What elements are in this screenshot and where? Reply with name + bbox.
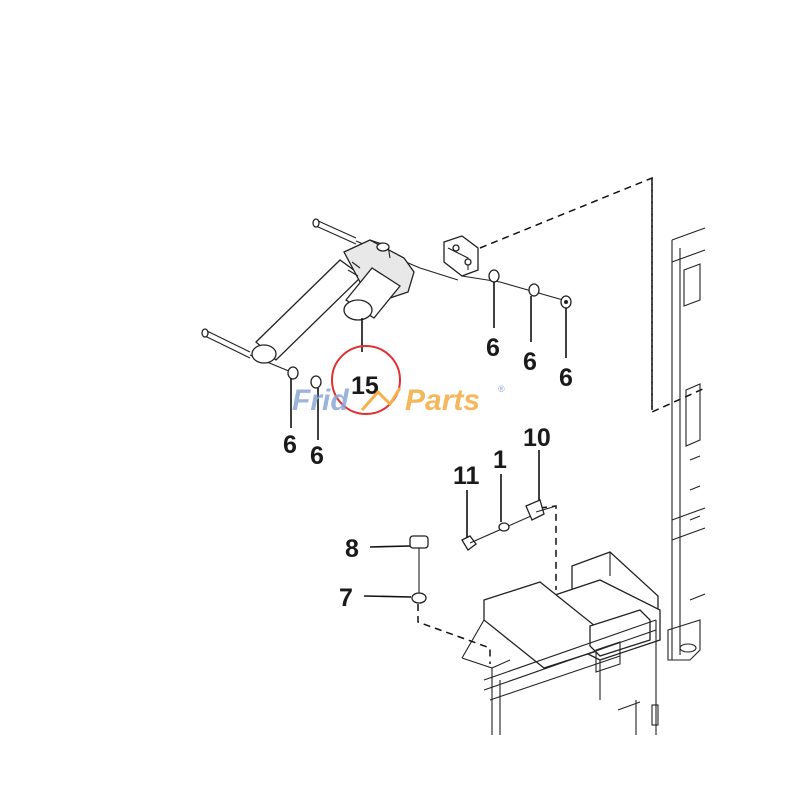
watermark-text-a: Frid: [292, 384, 349, 417]
leader-7-to-housing: [417, 604, 491, 664]
actuator-part-15: [201, 218, 459, 375]
frame-outline: [479, 176, 706, 414]
callout-6-lower-right: 6: [310, 442, 324, 470]
callout-6-lower-left: 6: [283, 431, 297, 459]
watermark-registered-icon: ®: [498, 384, 505, 394]
callout-7: 7: [339, 584, 353, 612]
lower-housing-assembly: [461, 505, 661, 735]
highlight-circle-15: [331, 345, 401, 415]
washer-group-upper: [488, 269, 572, 358]
callout-6-upper-left: 6: [486, 334, 500, 362]
screw-and-washer: [363, 535, 429, 604]
bolt-assembly: [461, 450, 557, 551]
callout-6-upper-right: 6: [559, 364, 573, 392]
watermark-swoosh-icon: [360, 387, 402, 411]
watermark-text-b: Parts: [405, 384, 480, 417]
callout-11: 11: [453, 462, 480, 490]
callout-1: 1: [493, 446, 507, 474]
watermark-logo: Frid Parts ®: [292, 384, 505, 417]
callout-10: 10: [523, 424, 551, 452]
callout-6-upper-middle: 6: [523, 348, 537, 376]
side-panel-assembly: [667, 227, 706, 661]
washer-group-lower: [287, 366, 322, 440]
callout-8: 8: [345, 535, 359, 563]
mounting-bracket: [443, 235, 571, 303]
